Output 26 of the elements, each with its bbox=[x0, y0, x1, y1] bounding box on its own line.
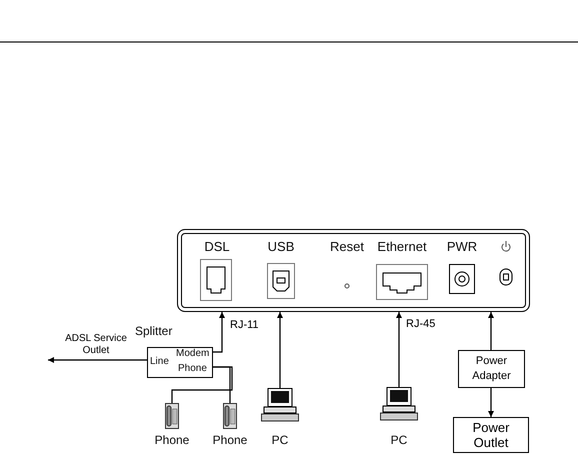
splitter-heading: Splitter bbox=[135, 324, 172, 338]
arrow bbox=[48, 357, 147, 363]
connector-line bbox=[171, 366, 233, 403]
connector-line bbox=[213, 366, 231, 403]
arrow bbox=[396, 312, 402, 387]
edge-label: RJ-45 bbox=[406, 318, 436, 330]
text-box: Power Adapter bbox=[458, 350, 525, 388]
edge-label: RJ-11 bbox=[230, 319, 259, 331]
text-box: Power Outlet bbox=[453, 417, 529, 453]
port-label: USB bbox=[268, 239, 294, 254]
device-label: Phone bbox=[212, 433, 248, 447]
arrow bbox=[213, 312, 225, 353]
port-label: Phone bbox=[178, 363, 207, 374]
arrow bbox=[488, 312, 494, 350]
port-label: Ethernet bbox=[377, 239, 427, 254]
port-label: DSL bbox=[204, 239, 230, 254]
port-label: Reset bbox=[330, 239, 364, 254]
port-label: PWR bbox=[446, 239, 478, 254]
port-label: Line bbox=[150, 356, 169, 367]
port-label: Modem bbox=[176, 348, 210, 359]
arrow bbox=[277, 312, 283, 388]
device-label: PC bbox=[390, 433, 408, 447]
arrow bbox=[488, 388, 494, 417]
device-label: PC bbox=[272, 433, 288, 447]
device-label: Phone bbox=[154, 433, 190, 447]
device-panel bbox=[177, 229, 530, 312]
